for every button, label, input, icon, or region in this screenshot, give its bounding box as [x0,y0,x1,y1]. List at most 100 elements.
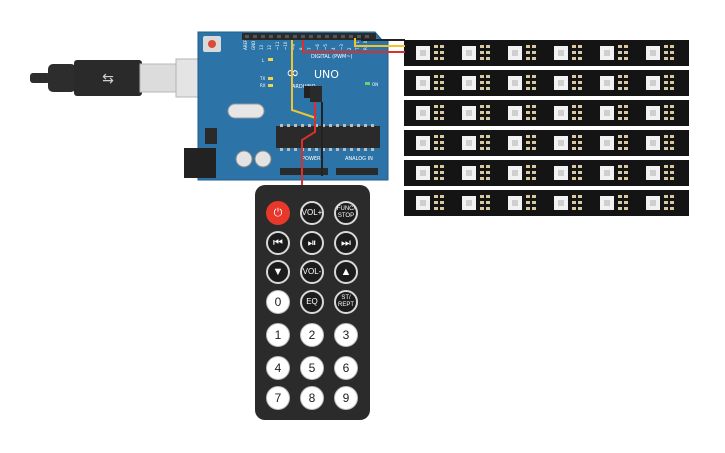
remote-button-eq[interactable]: EQ [300,290,324,314]
crystal-oscillator [227,103,265,119]
led-strip[interactable] [404,130,689,156]
remote-button-five[interactable]: 5 [300,356,324,380]
remote-button-seven[interactable]: 7 [266,386,290,410]
remote-button-up[interactable]: ▲ [334,260,358,284]
solder-pad [624,207,628,210]
solder-pad [578,45,582,48]
solder-pad [434,45,438,48]
remote-button-func-stop[interactable]: FUNC/ STOP [334,201,358,225]
solder-pad [526,171,530,174]
pin-label: ~9 [291,44,296,50]
chip-pin [336,148,339,151]
led-die [420,80,426,86]
header-pin[interactable] [333,35,337,38]
header-pin[interactable] [245,35,249,38]
header-pin[interactable] [341,35,345,38]
led-die [604,80,610,86]
header-pin[interactable] [325,35,329,38]
remote-button-nine[interactable]: 9 [334,386,358,410]
header-pin[interactable] [317,35,321,38]
solder-pad [532,195,536,198]
remote-button-one[interactable]: 1 [266,323,290,347]
led-label-rx: RX [260,83,266,88]
led-strip[interactable] [404,160,689,186]
remote-button-st-rept[interactable]: ST/ REPT [334,290,358,314]
header-pin[interactable] [293,35,297,38]
solder-pad [572,45,576,48]
chip-pin [315,148,318,151]
solder-pad [670,117,674,120]
remote-button-label: VOL- [302,267,322,276]
led-die [650,170,656,176]
led-strip[interactable] [404,40,689,66]
solder-pad [440,171,444,174]
led-strip[interactable] [404,70,689,96]
header-pin[interactable] [285,35,289,38]
header-pin[interactable] [357,35,361,38]
solder-pad [572,75,576,78]
remote-button-label: 0 [274,295,282,309]
remote-button-vol-up[interactable]: VOL+ [300,201,324,225]
led-strip[interactable] [404,100,689,126]
solder-pad [440,201,444,204]
remote-button-prev[interactable]: ⏮ [266,231,290,255]
led-die [558,50,564,56]
led-matrix[interactable] [404,40,689,216]
solder-pad [434,195,438,198]
pin-label: GND [251,41,256,50]
solder-pad [618,207,622,210]
solder-pad [624,201,628,204]
chip-pin [308,124,311,127]
solder-pad [486,81,490,84]
solder-pad [486,45,490,48]
header-pin[interactable] [365,35,369,38]
solder-pad [480,207,484,210]
solder-pad [618,111,622,114]
header-pin[interactable] [277,35,281,38]
solder-pad [526,147,530,150]
header-pin[interactable] [309,35,313,38]
usb-cable[interactable]: ⇆ [30,58,211,98]
usb-plug-body [74,60,142,96]
remote-button-six[interactable]: 6 [334,356,358,380]
remote-button-two[interactable]: 2 [300,323,324,347]
led-die [466,200,472,206]
header-pin[interactable] [253,35,257,38]
solder-pad [572,165,576,168]
solder-pad [440,81,444,84]
remote-button-next[interactable]: ⏭ [334,231,358,255]
led-strip[interactable] [404,190,689,216]
solder-pad [572,57,576,60]
solder-pad [526,45,530,48]
solder-pad [578,105,582,108]
remote-button-play-pause[interactable]: ⏯ [300,231,324,255]
header-pin[interactable] [261,35,265,38]
solder-pad [618,165,622,168]
remote-prev-icon: ⏮ [273,236,283,249]
solder-pad [664,207,668,210]
solder-pad [670,75,674,78]
remote-button-vol-down[interactable]: VOL- [300,260,324,284]
remote-button-four[interactable]: 4 [266,356,290,380]
header-pin[interactable] [269,35,273,38]
header-pin[interactable] [301,35,305,38]
led-die [650,50,656,56]
remote-button-down[interactable]: ▼ [266,260,290,284]
solder-pad [624,147,628,150]
solder-pad [486,75,490,78]
led-die [466,170,472,176]
solder-pad [440,75,444,78]
chip-pin [280,148,283,151]
solder-pad [440,57,444,60]
solder-pad [670,135,674,138]
solder-pad [624,57,628,60]
remote-button-three[interactable]: 3 [334,323,358,347]
remote-button-eight[interactable]: 8 [300,386,324,410]
solder-pad [578,51,582,54]
header-pin[interactable] [349,35,353,38]
solder-pad [664,147,668,150]
remote-button-zero[interactable]: 0 [266,290,290,314]
solder-pad [434,81,438,84]
remote-button-power[interactable]: ⏻ [266,201,290,225]
